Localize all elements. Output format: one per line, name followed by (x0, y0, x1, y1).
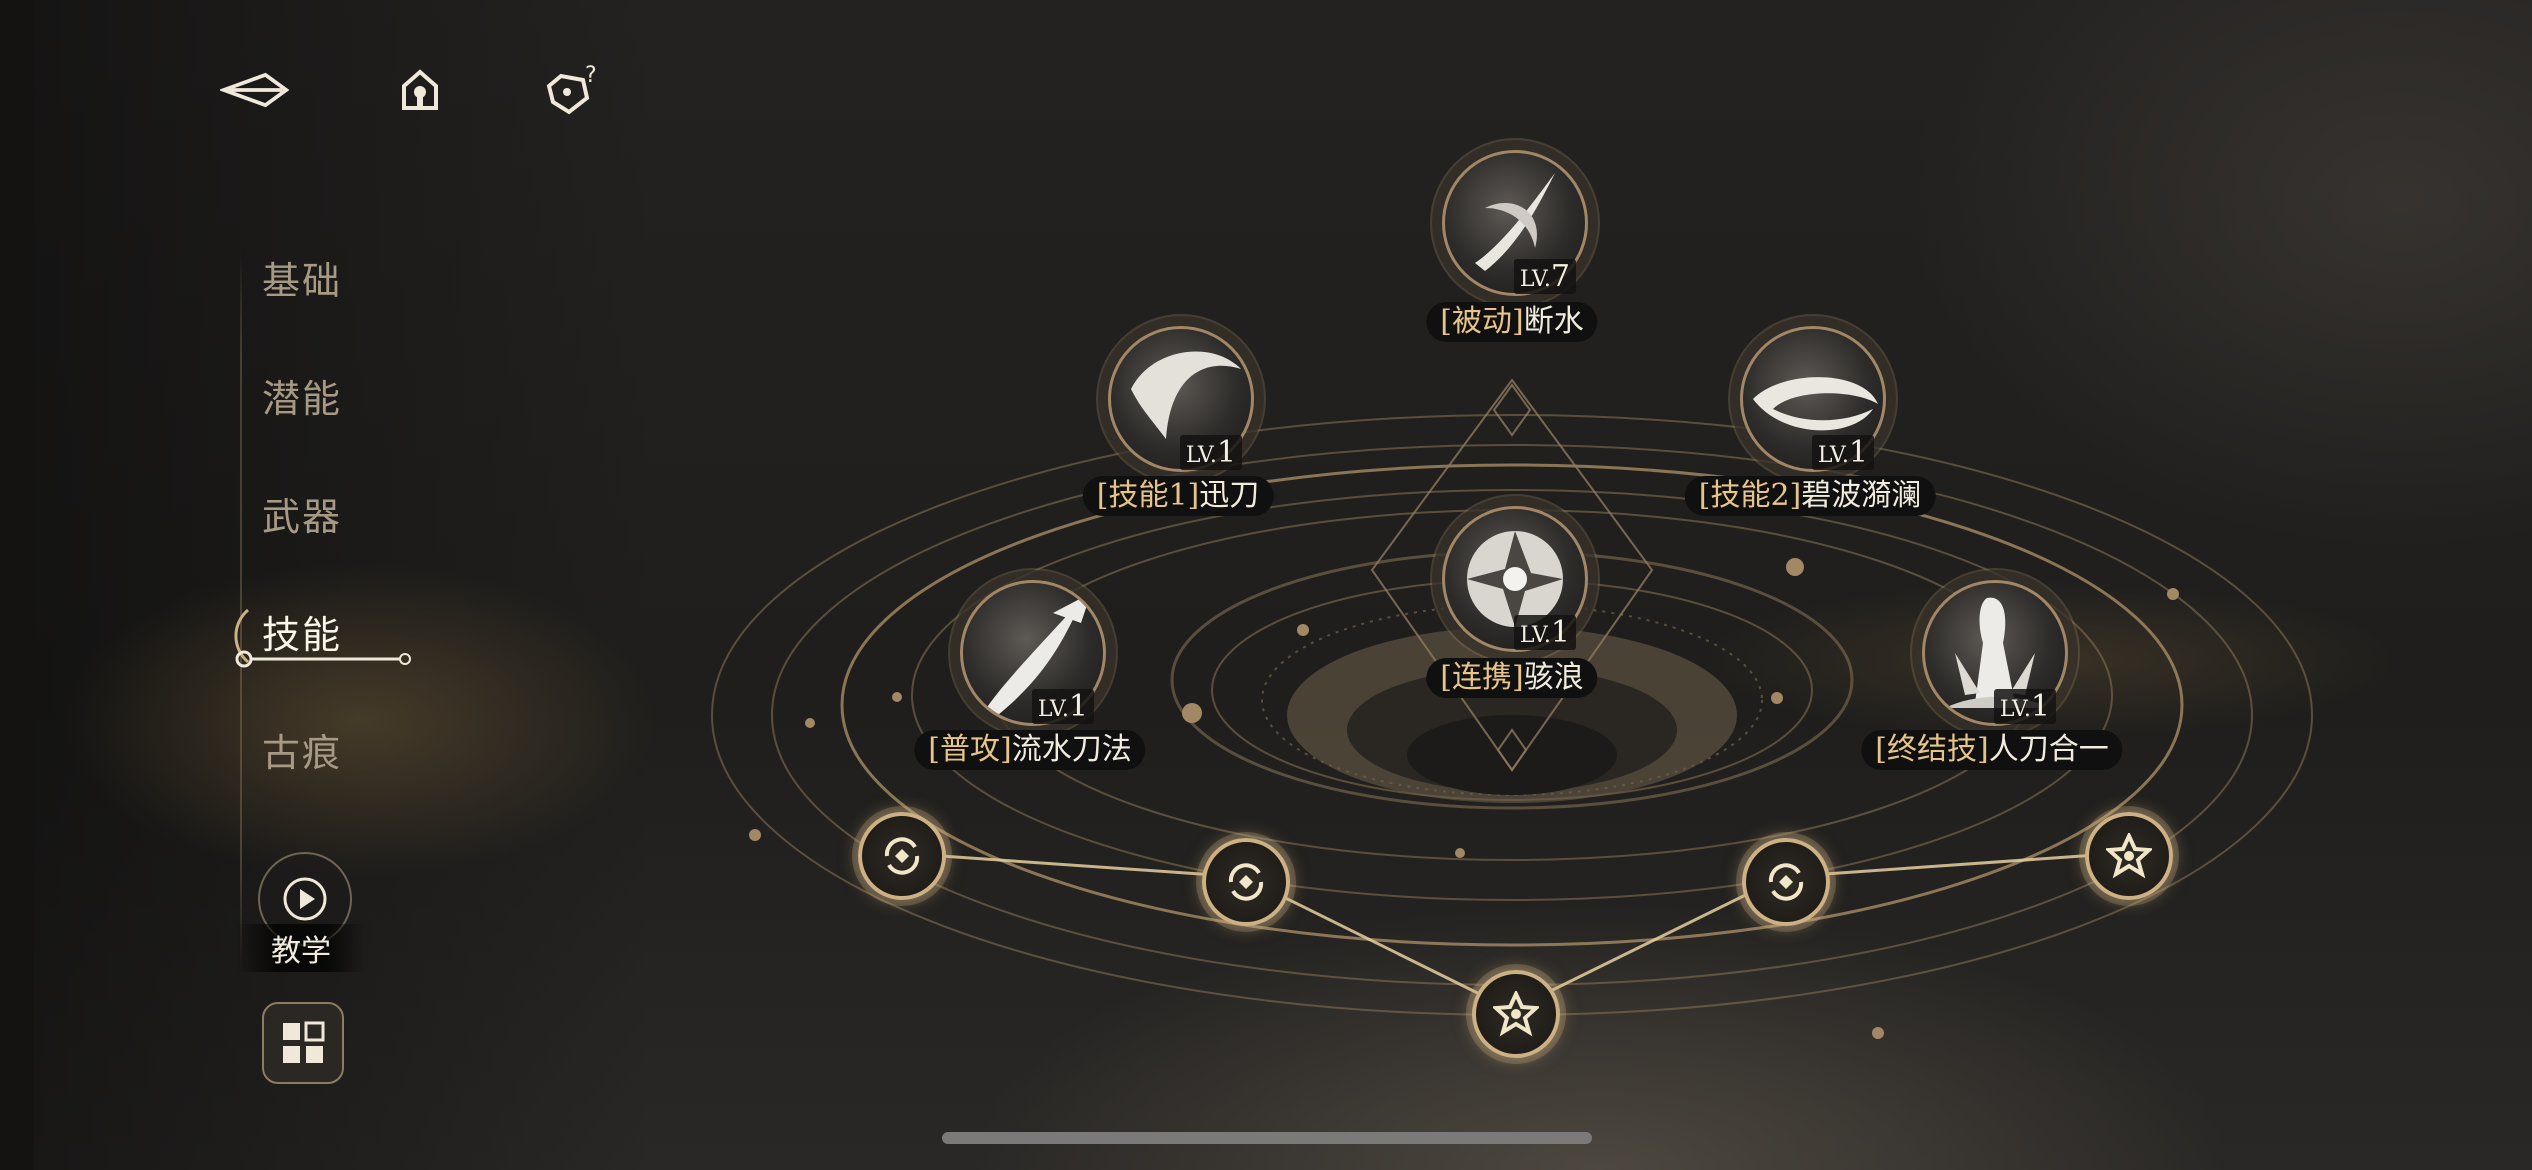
skill-2[interactable]: LV.1 (1730, 316, 1890, 476)
nav-item-skill[interactable]: 技能 (262, 613, 343, 657)
left-panel (34, 0, 654, 1170)
grid-menu-button[interactable] (262, 1002, 344, 1084)
nav-item-weapon[interactable]: 武器 (262, 495, 343, 539)
talent-node[interactable] (2085, 812, 2173, 900)
skill-level: LV.1 (1993, 689, 2056, 724)
play-icon (283, 877, 327, 921)
home-icon (402, 69, 438, 110)
svg-text:?: ? (585, 64, 597, 88)
talent-node[interactable] (1742, 838, 1830, 926)
vortex-eye-icon (1467, 531, 1563, 627)
flower-icon (2106, 833, 2152, 879)
skill-level: LV.1 (1811, 435, 1874, 470)
skill-label-normal[interactable]: [普攻]流水刀法 (914, 730, 1146, 770)
skill-label-finisher[interactable]: [终结技]人刀合一 (1861, 730, 2123, 770)
skill-level: LV.1 (1031, 689, 1094, 724)
back-button[interactable] (220, 60, 290, 120)
nav-active-indicator (234, 608, 411, 668)
skill-normal[interactable]: LV.1 (950, 570, 1110, 730)
nav-divider (240, 250, 242, 970)
nav-item-basic[interactable]: 基础 (262, 259, 343, 303)
back-arrow-icon (220, 72, 290, 108)
help-icon: ? (546, 64, 597, 115)
left-edge (0, 0, 34, 1170)
gold-dust (60, 560, 660, 880)
nav-item-ancient-trace[interactable]: 古痕 (262, 731, 343, 775)
skill-label-1[interactable]: [技能1]迅刀 (1082, 476, 1274, 516)
skill-combo[interactable]: LV.1 (1432, 496, 1592, 656)
tutorial-label: 教学 (236, 924, 366, 972)
home-button[interactable] (385, 60, 455, 120)
grid-icon (283, 1021, 325, 1063)
talent-node[interactable] (1472, 970, 1560, 1058)
talent-node[interactable] (1202, 838, 1290, 926)
skill-label-combo[interactable]: [连携]骇浪 (1426, 658, 1598, 698)
wave-swirl-icon (1753, 377, 1878, 431)
blade-arc-icon (1131, 351, 1241, 439)
swap-diamond-icon (884, 837, 920, 875)
swap-diamond-icon (1768, 863, 1804, 901)
help-button[interactable]: ? (538, 60, 608, 120)
skill-1[interactable]: LV.1 (1098, 316, 1258, 476)
swap-diamond-icon (1228, 863, 1264, 901)
skill-passive[interactable]: LV.7 (1432, 140, 1592, 300)
skill-label-2[interactable]: [技能2]碧波漪澜 (1684, 476, 1936, 516)
skill-level: LV.1 (1179, 435, 1242, 470)
flower-icon (1493, 991, 1539, 1037)
skill-level: LV.7 (1513, 259, 1576, 294)
skill-level: LV.1 (1513, 615, 1576, 650)
nav-item-potential[interactable]: 潜能 (262, 377, 343, 421)
home-indicator[interactable] (942, 1132, 1592, 1144)
skill-label-passive[interactable]: [被动]断水 (1426, 302, 1598, 342)
talent-node[interactable] (858, 812, 946, 900)
crescent-slash-icon (1475, 173, 1555, 271)
skill-finisher[interactable]: LV.1 (1912, 570, 2072, 730)
